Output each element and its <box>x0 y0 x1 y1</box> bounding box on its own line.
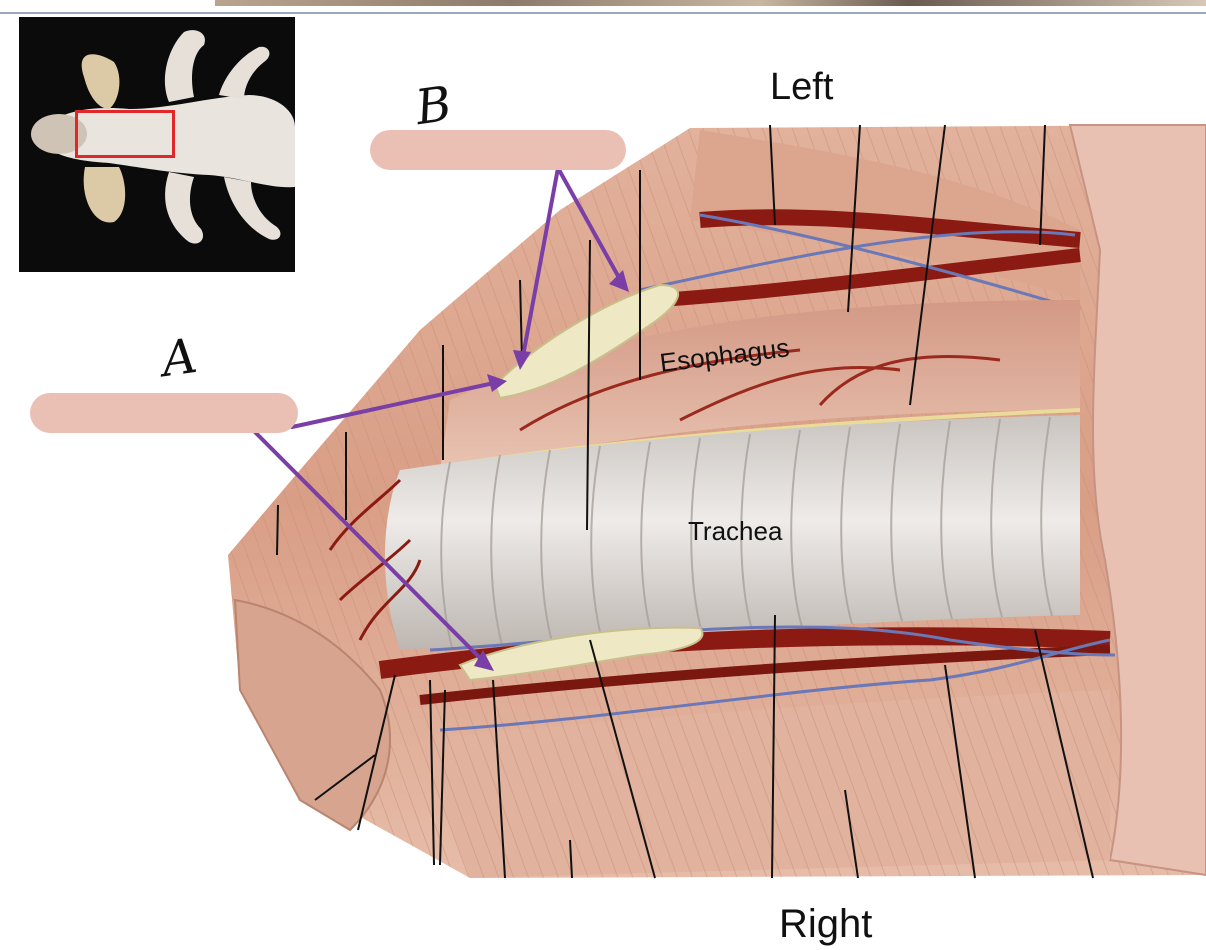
orientation-left-label: Left <box>770 66 834 108</box>
trachea <box>385 415 1080 650</box>
answer-blank-a[interactable] <box>30 393 298 433</box>
blank-a-letter: A <box>158 327 201 389</box>
photo-edge <box>215 0 1206 6</box>
blank-b-letter: B <box>412 75 456 137</box>
specimen-thumbnail <box>19 17 295 272</box>
gland-lower <box>458 626 704 682</box>
specimen-silhouette <box>31 30 295 244</box>
region-of-interest-box <box>75 110 175 158</box>
top-strip <box>0 0 1206 14</box>
orientation-right-label: Right <box>779 902 873 946</box>
trachea-label: Trachea <box>688 516 783 546</box>
answer-blank-b[interactable] <box>370 130 626 170</box>
gland-upper <box>493 283 680 400</box>
skin-flap <box>1068 124 1206 877</box>
